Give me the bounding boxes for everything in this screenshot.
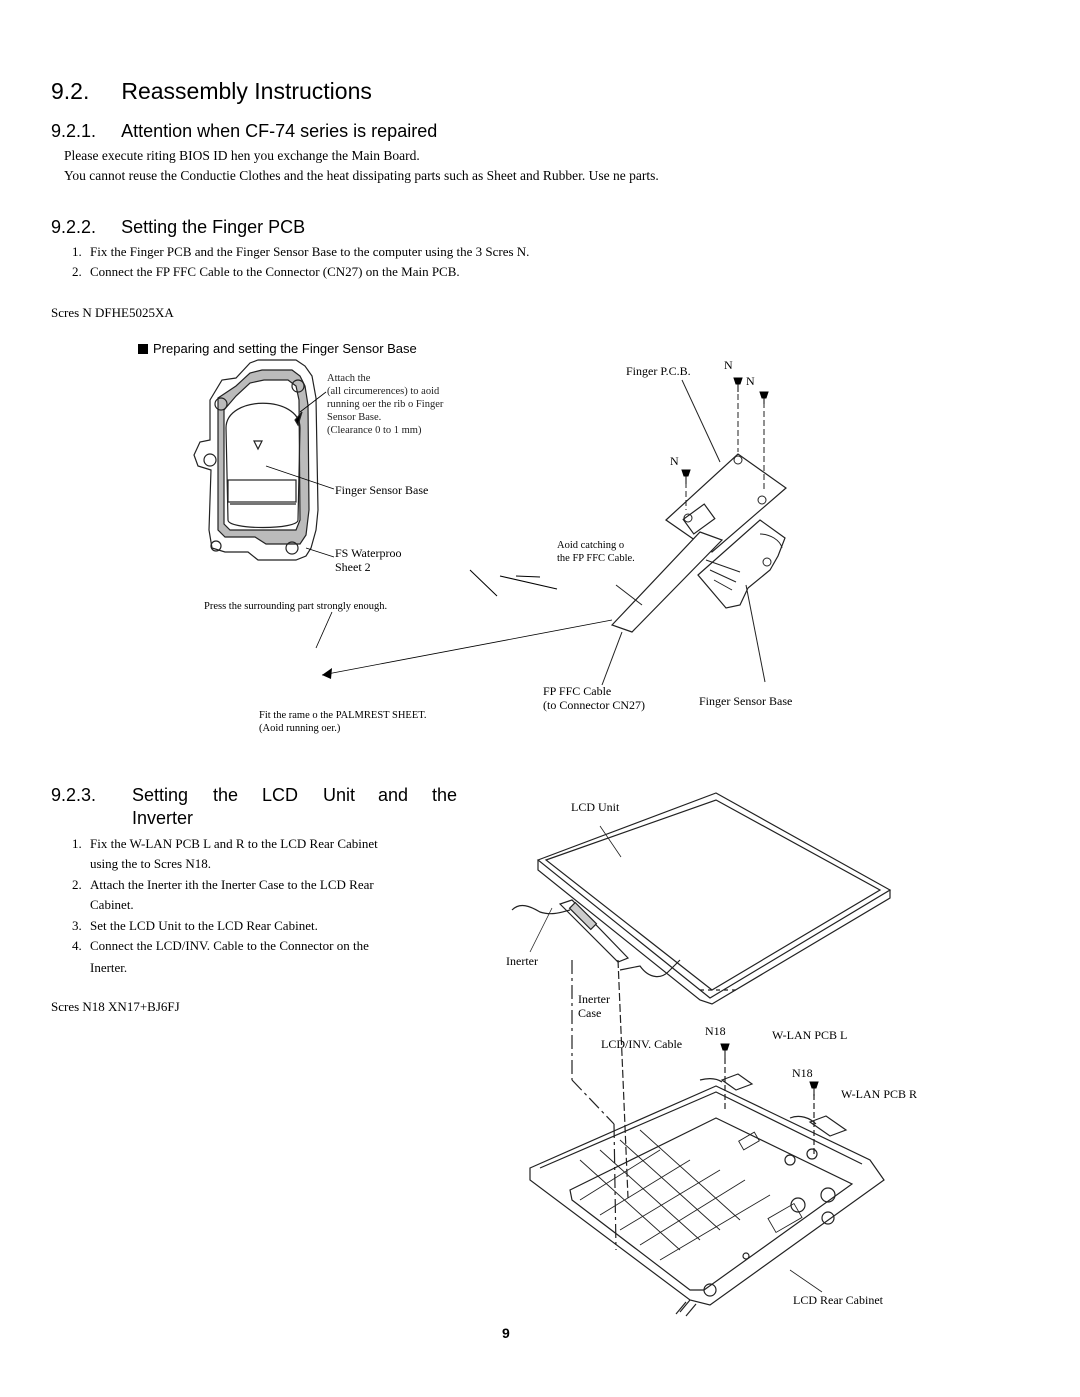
- step-text: using the to Scres N18.: [90, 856, 211, 871]
- screw-n-label-2: N: [746, 374, 755, 388]
- fit-frame-line: Fit the rame o the PALMREST SHEET.: [259, 710, 427, 721]
- step-number: 1.: [72, 836, 82, 851]
- section-number: 9.2.: [51, 78, 90, 104]
- avoid-note-line: Aoid catching o: [557, 540, 625, 551]
- finger-screw-spec: Scres N DFHE5025XA: [51, 305, 174, 320]
- title-word: LCD: [262, 785, 299, 805]
- fp-ffc-line: FP FFC Cable: [543, 684, 612, 698]
- fp-ffc-cable-label: FP FFC Cable (to Connector CN27): [543, 684, 645, 712]
- subsection-heading-1: 9.2.1. Attention when CF-74 series is re…: [51, 121, 437, 142]
- page-number: 9: [502, 1325, 510, 1341]
- square-bullet-icon: [138, 344, 148, 354]
- fs-waterproof-label: FS Waterproo Sheet 2: [335, 546, 401, 574]
- finger-sensor-base-label-left: Finger Sensor Base: [335, 483, 429, 497]
- lcd-screw-spec: Scres N18 XN17+BJ6FJ: [51, 999, 180, 1014]
- step-number: 3.: [72, 918, 82, 933]
- step-number: 2.: [72, 877, 82, 892]
- subsection-number: 9.2.3.: [51, 785, 97, 805]
- step-text: Attach the Inerter ith the Inerter Case …: [90, 877, 374, 892]
- avoid-note: Aoid catching o the FP FFC Cable.: [557, 539, 635, 565]
- avoid-note-line: the FP FFC Cable.: [557, 553, 635, 564]
- attach-note-line: Sensor Base.: [327, 412, 382, 423]
- subsection-number: 9.2.1.: [51, 121, 97, 141]
- title-word: the: [213, 785, 239, 805]
- subsection-title: Setting the Finger PCB: [121, 217, 306, 237]
- title-word: the: [432, 785, 458, 805]
- finger-sensor-base-label-right: Finger Sensor Base: [699, 694, 793, 708]
- step-text: Cabinet.: [90, 897, 134, 912]
- figure-caption-text: Preparing and setting the Finger Sensor …: [153, 341, 417, 356]
- wlan-pcb-l-label: W-LAN PCB L: [772, 1028, 848, 1042]
- subsection-heading-3: 9.2.3. Setting the LCD Unit and the: [51, 785, 461, 806]
- step-text: Fix the W-LAN PCB L and R to the LCD Rea…: [90, 836, 378, 851]
- subsection-title-line-2: Inverter: [132, 808, 194, 828]
- step-number: 1.: [72, 244, 82, 259]
- screw-n-label-1: N: [724, 358, 733, 372]
- wlan-pcb-r-label: W-LAN PCB R: [841, 1087, 918, 1101]
- subsection-title: Attention when CF-74 series is repaired: [121, 121, 438, 141]
- fs-waterproof-line: FS Waterproo: [335, 546, 402, 560]
- section-title: Reassembly Instructions: [121, 78, 372, 104]
- figure-caption: Preparing and setting the Finger Sensor …: [138, 341, 417, 356]
- press-note: Press the surrounding part strongly enou…: [204, 601, 388, 612]
- subsection-heading-2: 9.2.2. Setting the Finger PCB: [51, 217, 305, 238]
- title-word: and: [378, 785, 409, 805]
- step-text: Connect the LCD/INV. Cable to the Connec…: [90, 938, 369, 953]
- attach-note-line: (all circumerences) to aoid: [327, 386, 440, 397]
- step-text: Inerter.: [90, 960, 128, 975]
- lcd-step-3: 3. Set the LCD Unit to the LCD Rear Cabi…: [72, 916, 502, 936]
- lcd-step-1: 1. Fix the W-LAN PCB L and R to the LCD …: [72, 834, 502, 874]
- lcd-step-4: 4. Connect the LCD/INV. Cable to the Con…: [72, 936, 502, 976]
- subsection-number: 9.2.2.: [51, 217, 97, 237]
- section-heading: 9.2. Reassembly Instructions: [51, 78, 372, 105]
- attention-line-1: Please execute riting BIOS ID hen you ex…: [64, 148, 420, 163]
- step-number: 2.: [72, 264, 82, 279]
- n18-label-1: N18: [705, 1024, 726, 1038]
- fit-frame-line: (Aoid running oer.): [259, 723, 341, 734]
- lcd-rear-cabinet-label: LCD Rear Cabinet: [793, 1293, 883, 1307]
- lcd-step-2: 2. Attach the Inerter ith the Inerter Ca…: [72, 875, 502, 915]
- fp-ffc-line: (to Connector CN27): [543, 698, 645, 712]
- inverter-case-line: Inerter: [578, 992, 610, 1006]
- fs-waterproof-line: Sheet 2: [335, 560, 371, 574]
- title-word: Unit: [323, 785, 356, 805]
- inverter-label: Inerter: [506, 954, 538, 968]
- title-word: Setting: [132, 785, 189, 805]
- step-text: Connect the FP FFC Cable to the Connecto…: [90, 264, 460, 279]
- attach-note-line: Attach the: [327, 373, 371, 384]
- finger-pcb-label: Finger P.C.B.: [626, 364, 691, 378]
- attach-note-line: running oer the rib o Finger: [327, 399, 444, 410]
- screw-n-label-3: N: [670, 454, 679, 468]
- attention-line-2: You cannot reuse the Conductie Clothes a…: [64, 168, 659, 183]
- fit-frame-note: Fit the rame o the PALMREST SHEET. (Aoid…: [259, 709, 427, 735]
- lcd-inv-cable-label: LCD/INV. Cable: [601, 1037, 683, 1051]
- step-text: Fix the Finger PCB and the Finger Sensor…: [90, 244, 530, 259]
- inverter-case-label: Inerter Case: [578, 992, 610, 1020]
- n18-label-2: N18: [792, 1066, 813, 1080]
- attach-note: Attach the (all circumerences) to aoid r…: [327, 372, 443, 437]
- inverter-case-line: Case: [578, 1006, 602, 1020]
- attach-note-line: (Clearance 0 to 1 mm): [327, 425, 422, 436]
- step-text: Set the LCD Unit to the LCD Rear Cabinet…: [90, 918, 318, 933]
- step-number: 4.: [72, 938, 82, 953]
- lcd-unit-label: LCD Unit: [571, 800, 620, 814]
